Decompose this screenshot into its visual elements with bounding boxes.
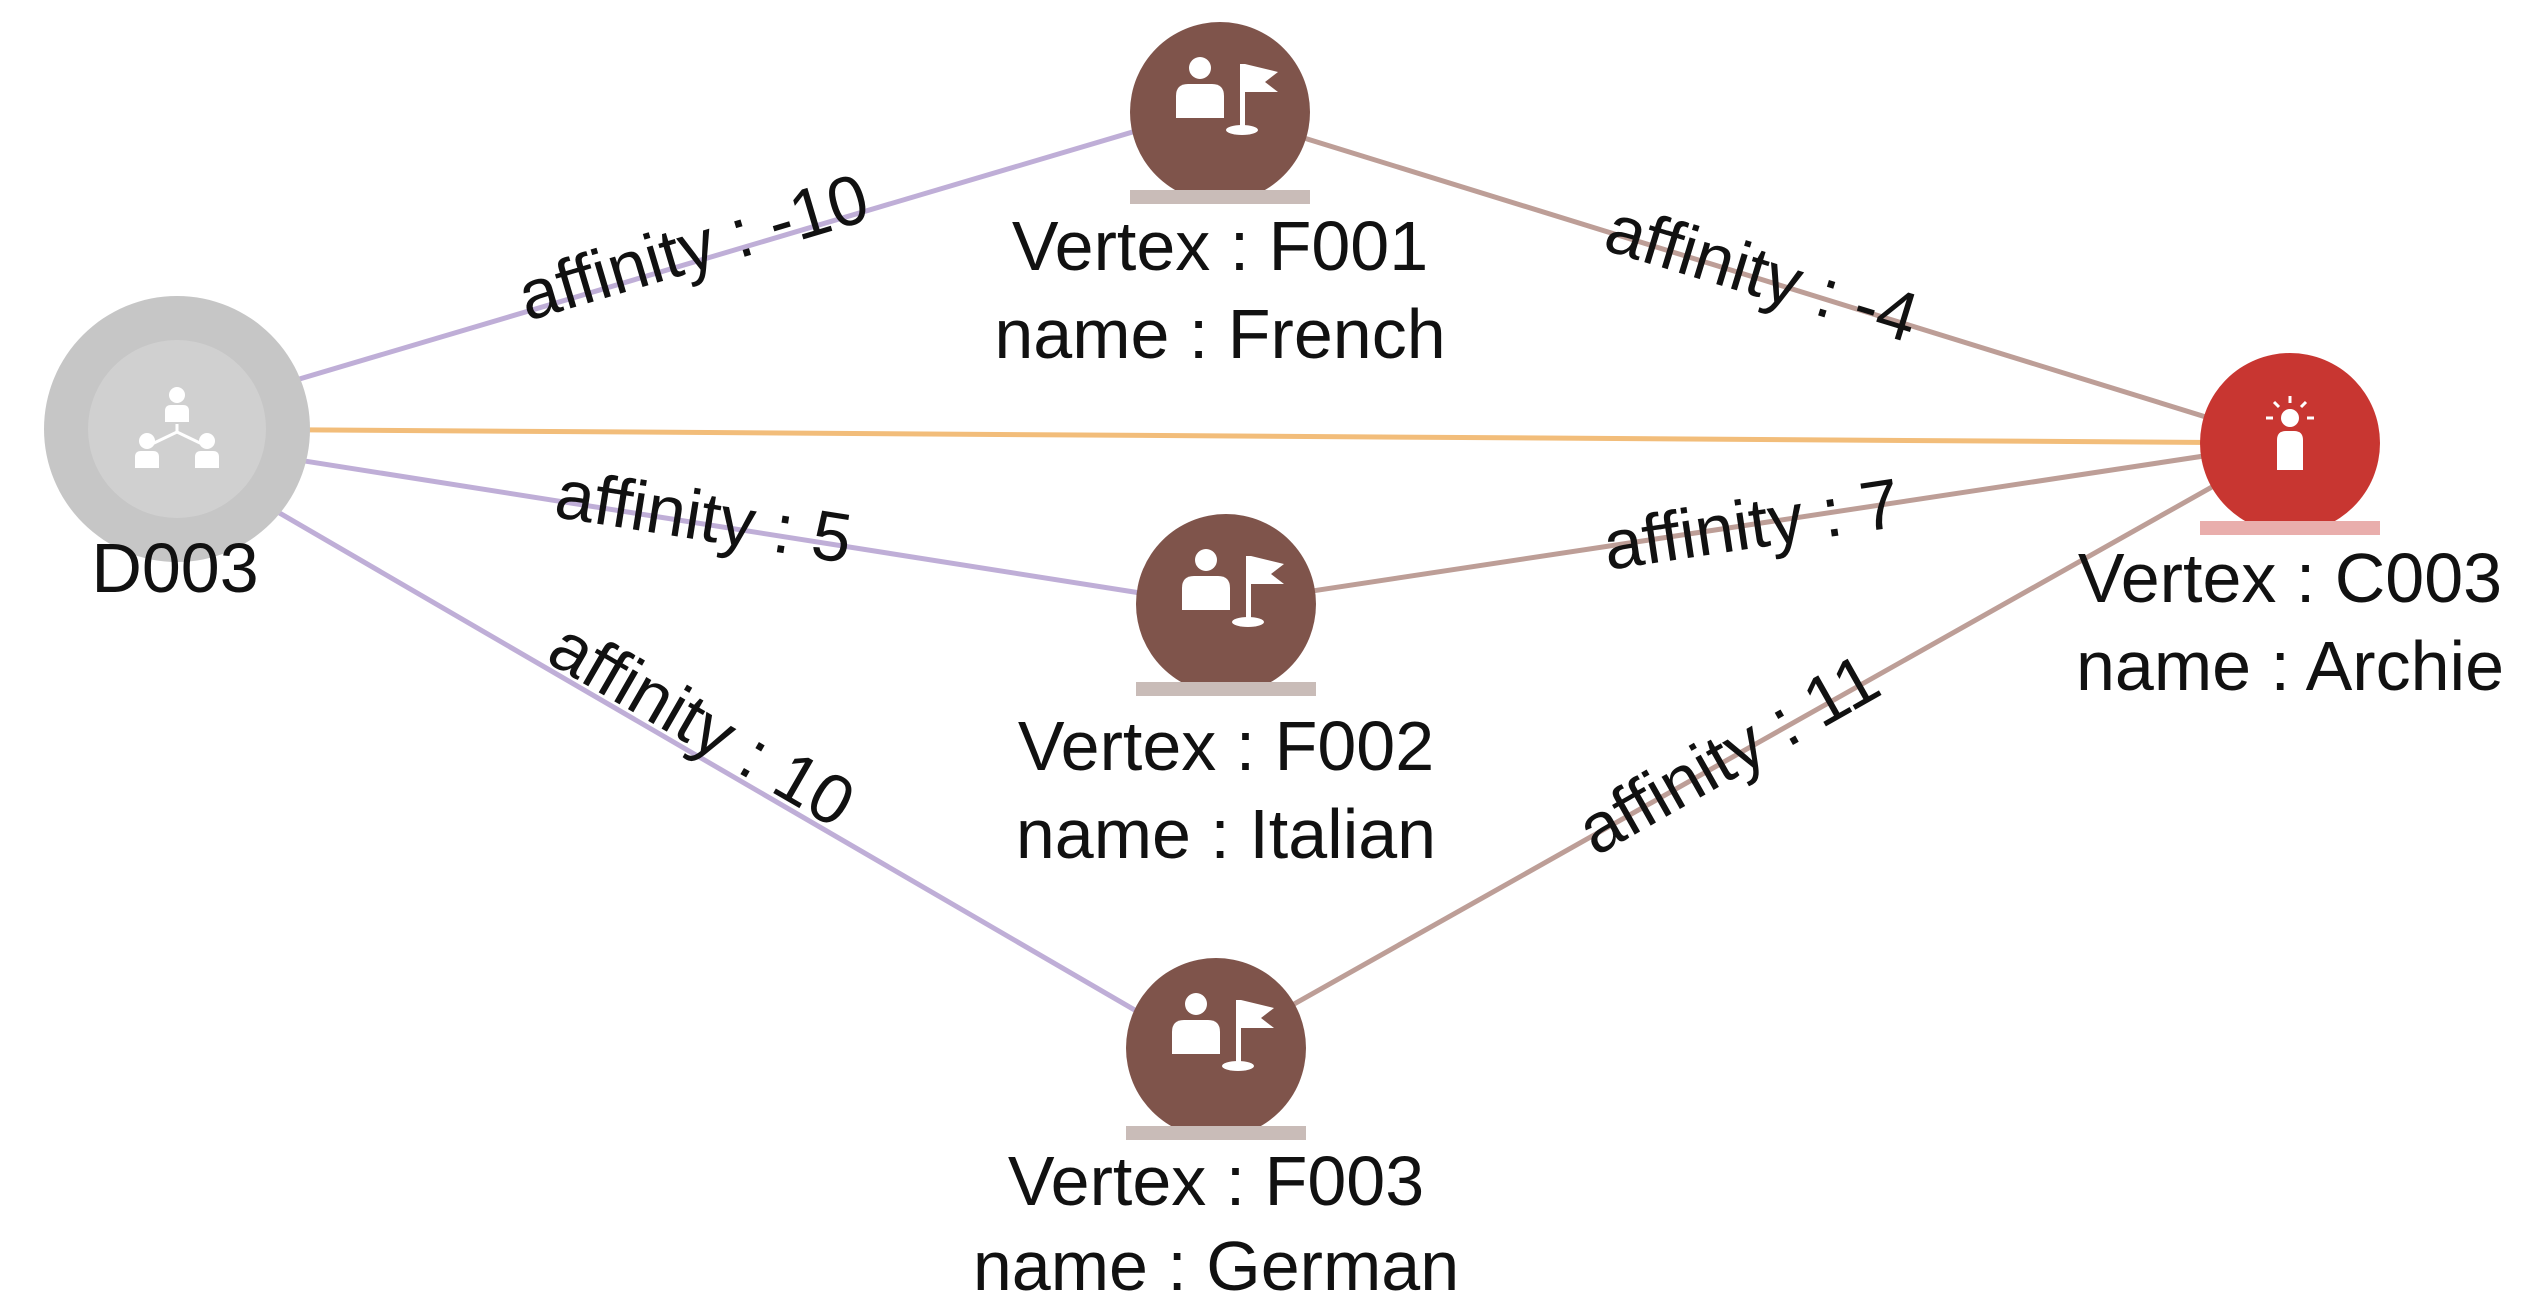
node-f003[interactable]: Vertex : F003 name : German [973, 958, 1459, 1300]
node-label-f001-vertex: Vertex : F001 [1012, 207, 1428, 285]
org-chart-icon [135, 387, 219, 468]
person-idea-icon [2266, 396, 2314, 470]
edge-label-f002-c003: affinity : 7 [1598, 464, 1905, 585]
node-f002[interactable]: Vertex : F002 name : Italian [1016, 514, 1436, 873]
edge-d003-f003[interactable] [176, 451, 1202, 1051]
edge-label-d003-f001: affinity : -10 [509, 158, 877, 335]
edge-d003-c003[interactable] [174, 426, 2291, 446]
node-label-d003: D003 [91, 529, 258, 607]
edges [174, 109, 2292, 1051]
edge-f003-c003[interactable] [1214, 440, 2292, 1051]
node-label-c003-name: name : Archie [2076, 627, 2504, 705]
node-label-f002-vertex: Vertex : F002 [1018, 707, 1434, 785]
edge-label-f003-c003: affinity : 11 [1564, 638, 1891, 869]
node-label-c003-vertex: Vertex : C003 [2078, 539, 2502, 617]
edge-f001-c003[interactable] [1219, 109, 2291, 446]
edge-label-d003-f002: affinity : 5 [550, 454, 857, 578]
edge-label-d003-f003: affinity : 10 [536, 606, 867, 842]
node-label-f002-name: name : Italian [1016, 795, 1436, 873]
edge-f002-c003[interactable] [1225, 440, 2291, 607]
node-d003[interactable]: D003 [44, 296, 310, 607]
edge-d003-f002[interactable] [177, 438, 1211, 607]
node-label-f003-vertex: Vertex : F003 [1008, 1142, 1424, 1220]
edge-label-f001-c003: affinity : -4 [1597, 189, 1927, 358]
node-label-f003-name: name : German [973, 1227, 1459, 1300]
node-c003[interactable]: Vertex : C003 name : Archie [2076, 353, 2504, 705]
node-label-f001-name: name : French [994, 295, 1445, 373]
edge-d003-f001[interactable] [177, 109, 1201, 418]
node-f001[interactable]: Vertex : F001 name : French [994, 22, 1446, 373]
